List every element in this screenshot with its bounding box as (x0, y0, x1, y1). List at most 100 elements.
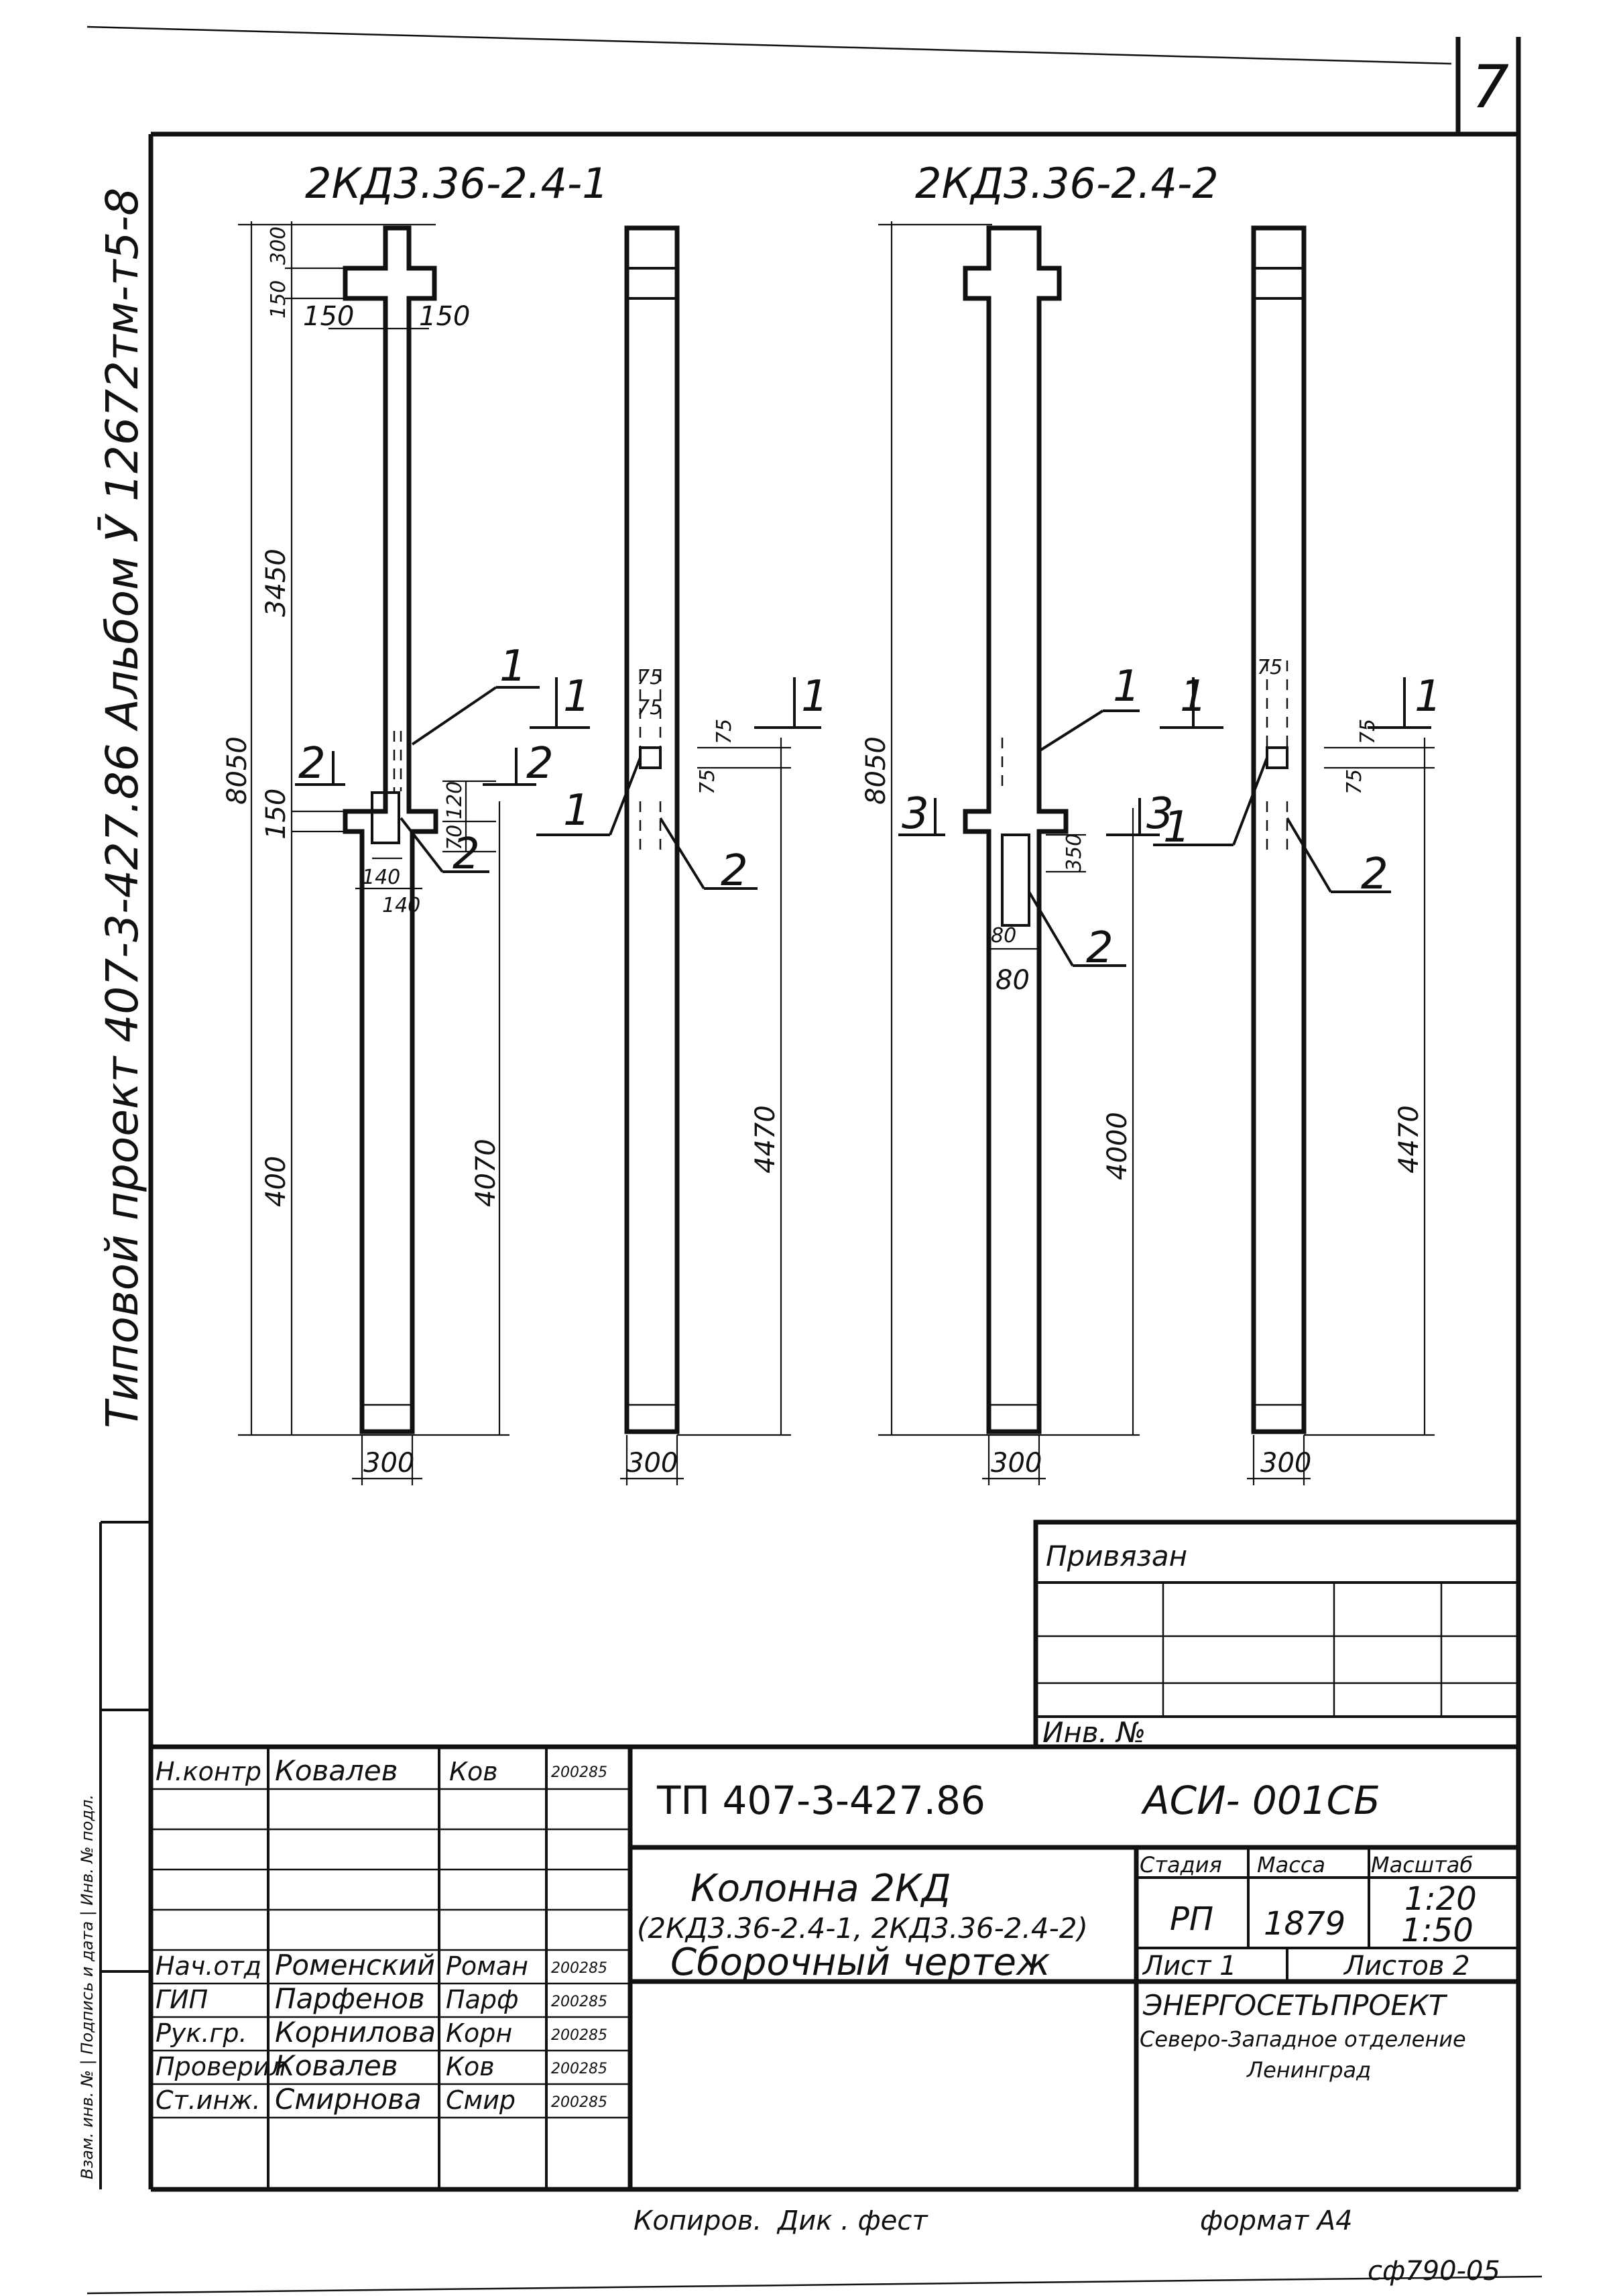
dim-75-top-col4: 75 (1257, 656, 1282, 679)
scale-value-1: 1:20 (1404, 1880, 1477, 1918)
row-rukgr-sign: Корн (446, 2018, 512, 2048)
mark-2-col4: 2 (1361, 850, 1388, 899)
mark-1-col3: 1 (1113, 662, 1140, 711)
row-stinzh-date: 200285 (551, 2094, 607, 2111)
section-2-right: 2 (526, 739, 554, 789)
row-nachotd-name: Роменский (275, 1949, 435, 1982)
dim-150-right: 150 (419, 301, 470, 332)
dim-3450: 3450 (261, 549, 292, 617)
row-gip-role: ГИП (156, 1985, 208, 2014)
dim-75-right-a: 75 (713, 719, 736, 744)
footer: Копиров. Дик . фест формат А4 сф790-05 (634, 2205, 1500, 2287)
column-3-outline (963, 225, 1069, 1434)
row-gip-sign: Парф (446, 1985, 518, 2014)
dim-140-b: 140 (382, 894, 420, 917)
sheet-number-box: 7 (1455, 37, 1509, 134)
dim-300-col3: 300 (991, 1448, 1042, 1479)
left-strip: Взам. инв. № | Подпись и дата | Инв. № п… (78, 1521, 151, 2189)
row-gip-date: 200285 (551, 1994, 607, 2010)
dim-150-left: 150 (303, 301, 354, 332)
section-1-right: 1 (563, 672, 591, 722)
row-ncontr-date: 200285 (551, 1764, 607, 1781)
column-2kd-2: 2КД3.36-2.4-2 8050 350 80 80 4000 300 1 … (861, 159, 1223, 1485)
row-prov-date: 200285 (551, 2061, 607, 2077)
left-strip-text: Взам. инв. № | Подпись и дата | Инв. № п… (78, 1794, 97, 2179)
sheet-frame (86, 25, 1543, 2295)
row-ncontr-name: Ковалев (275, 1754, 398, 1787)
column-1-label: 2КД3.36-2.4-1 (305, 159, 609, 208)
column-2kd-1-side: 75 75 75 75 4470 300 1 2 1 (536, 225, 829, 1485)
binding-inv: Инв. № (1042, 1716, 1146, 1749)
row-stinzh-role: Ст.инж. (156, 2085, 261, 2115)
section-1-col4: 1 (1415, 672, 1442, 722)
dim-75-left: 75 (637, 696, 662, 720)
dim-70: 70 (443, 825, 467, 850)
mark-1-col2: 1 (563, 786, 591, 836)
dim-150-head: 150 (267, 280, 290, 319)
scale-value-2: 1:50 (1401, 1912, 1474, 1949)
dim-80-b: 80 (996, 965, 1030, 996)
scale-header: Масштаб (1371, 1852, 1473, 1878)
dim-4470-b: 4470 (1394, 1105, 1425, 1173)
row-stinzh-name: Смирнова (275, 2083, 422, 2116)
dim-8050: 8050 (222, 736, 253, 805)
row-rukgr-date: 200285 (551, 2027, 607, 2044)
dim-75-right-col4b: 75 (1343, 769, 1366, 795)
stamp-code: сф790-05 (1368, 2256, 1500, 2287)
dim-75-top: 75 (637, 666, 662, 689)
row-prov-name: Ковалев (275, 2049, 398, 2082)
format-label: формат А4 (1200, 2205, 1353, 2236)
column-3-label: 2КД3.36-2.4-2 (915, 159, 1219, 208)
binding-block: Привязан Инв. № (1033, 1519, 1521, 1749)
row-prov-sign: Ков (446, 2052, 495, 2081)
column-2kd-2-side: 75 75 75 4470 300 1 2 1 (1153, 225, 1442, 1485)
row-rukgr-name: Корнилова (275, 2016, 436, 2049)
dim-140-a: 140 (362, 866, 400, 889)
sheet-number: 7 (1471, 52, 1509, 121)
sheet-label: Лист 1 (1142, 1951, 1237, 1982)
dim-4070: 4070 (471, 1139, 501, 1207)
dim-300-col2: 300 (627, 1448, 678, 1479)
row-stinzh-sign: Смир (446, 2085, 516, 2115)
row-rukgr-role: Рук.гр. (156, 2018, 247, 2048)
mark-2: 2 (453, 829, 480, 879)
dim-4470-a: 4470 (750, 1105, 781, 1173)
project-code: ТП 407-3-427.86 (656, 1778, 985, 1823)
copied-sign: Дик . фест (776, 2205, 928, 2236)
org-division: Северо-Западное отделение (1140, 2026, 1466, 2052)
mass-header: Масса (1257, 1852, 1325, 1878)
section-3-left: 3 (902, 789, 929, 839)
row-ncontr-sign: Ков (449, 1757, 498, 1786)
dim-8050-col3: 8050 (861, 736, 892, 805)
title-name-1: Колонна 2КД (690, 1867, 951, 1910)
section-2-left: 2 (298, 739, 326, 789)
title-block: Н.контр Ковалев Ков 200285 Нач.отд Ромен… (151, 1744, 1518, 2189)
section-3-right: 3 (1146, 789, 1174, 839)
section-1-col2: 1 (801, 672, 829, 722)
org-name: ЭНЕРГОСЕТЬПРОЕКТ (1142, 1989, 1448, 2022)
dim-75-right-col4a: 75 (1356, 719, 1380, 744)
row-nachotd-sign: Роман (446, 1951, 528, 1981)
stage-value: РП (1170, 1900, 1213, 1938)
org-city: Ленинград (1246, 2057, 1371, 2083)
title-name-3: Сборочный чертеж (670, 1941, 1050, 1984)
column-2kd-1: 2КД3.36-2.4-1 300 150 150 150 3450 8050 … (222, 159, 609, 1485)
row-gip-name: Парфенов (275, 1982, 425, 2015)
mark-2-col2: 2 (721, 846, 748, 896)
mark-2-col3: 2 (1086, 923, 1114, 973)
section-1-col3: 1 (1180, 672, 1207, 722)
side-title: Типовой проект 407-3-427.86 Альбом Ӯ 126… (97, 188, 148, 1428)
dim-80-a: 80 (991, 924, 1016, 948)
row-ncontr-role: Н.контр (156, 1757, 261, 1786)
row-nachotd-role: Нач.отд (156, 1951, 261, 1981)
sheets-label: Листов 2 (1343, 1951, 1470, 1982)
dim-300-bottom: 300 (363, 1448, 414, 1479)
copied-label: Копиров. (634, 2205, 762, 2236)
dim-400: 400 (261, 1156, 292, 1207)
mark-1-col4: 1 (1163, 803, 1191, 852)
document-code: АСИ- 001СБ (1140, 1778, 1380, 1823)
row-nachotd-date: 200285 (551, 1960, 607, 1977)
row-prov-role: Проверил (156, 2052, 286, 2081)
dim-350: 350 (1063, 834, 1086, 872)
